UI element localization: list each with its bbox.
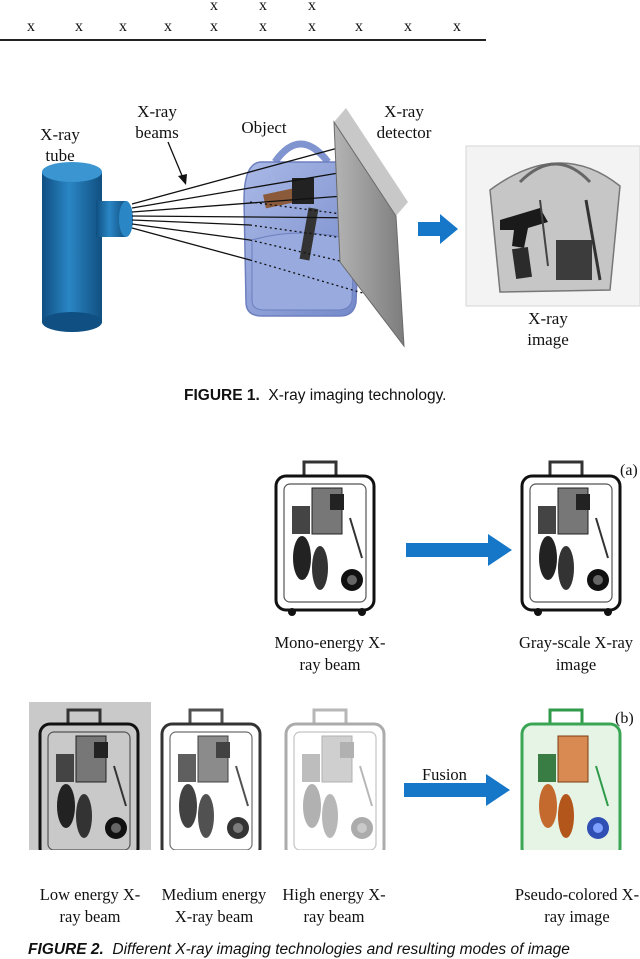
table-mark: x xyxy=(259,18,267,35)
table-mark: x xyxy=(355,18,363,35)
medium-energy-suitcase xyxy=(160,708,262,850)
table-bottom-rule xyxy=(0,39,486,41)
label-gray-scale: Gray-scale X-ray image xyxy=(518,633,634,674)
table-mark: x xyxy=(164,18,172,35)
backpack-object xyxy=(243,140,361,317)
mono-energy-suitcase xyxy=(274,460,376,618)
label-xray-image: X-ray image xyxy=(527,309,569,349)
table-mark: x xyxy=(308,18,316,35)
label-mono-energy: Mono-energy X-ray beam xyxy=(274,633,386,674)
label-object: Object xyxy=(241,118,287,137)
high-energy-suitcase xyxy=(284,708,386,850)
xray-beams xyxy=(131,141,373,295)
label-medium-energy: Medium energy X-ray beam xyxy=(161,885,267,926)
figure-2-diagram xyxy=(29,460,622,850)
table-mark: x xyxy=(119,18,127,35)
panel-a-tag: (a) xyxy=(620,462,638,479)
arrow-to-image xyxy=(418,214,458,244)
label-xray-detector: X-ray detector xyxy=(376,102,432,142)
table-mark: x xyxy=(210,0,218,14)
label-xray-beams: X-ray beams xyxy=(135,102,179,142)
xray-detector-panel xyxy=(333,108,408,348)
pseudo-colored-suitcase xyxy=(520,708,622,850)
figure-1-diagram xyxy=(42,108,640,348)
label-low-energy: Low energy X-ray beam xyxy=(39,885,141,926)
arrow-a xyxy=(406,534,512,566)
figure-1-caption-text: X-ray imaging technology. xyxy=(268,387,447,404)
figure-2-caption: FIGURE 2. Different X-ray imaging techno… xyxy=(28,941,570,959)
figure-1-caption-label: FIGURE 1. xyxy=(184,387,260,404)
low-energy-suitcase xyxy=(29,702,151,850)
xray-image-picture xyxy=(465,145,640,307)
figure-1-caption: FIGURE 1. X-ray imaging technology. xyxy=(184,387,446,405)
table-mark: x xyxy=(75,18,83,35)
label-pseudo-colored: Pseudo-colored X-ray image xyxy=(514,885,640,926)
table-mark: x xyxy=(259,0,267,14)
panel-b-tag: (b) xyxy=(615,710,634,727)
figure-2-caption-text: Different X-ray imaging technologies and… xyxy=(112,941,570,958)
label-xray-tube: X-ray tube xyxy=(40,125,80,165)
table-mark: x xyxy=(210,18,218,35)
beam-pointer-arrow xyxy=(167,141,187,185)
figure-2-caption-label: FIGURE 2. xyxy=(28,941,104,958)
gray-scale-suitcase xyxy=(520,460,622,618)
label-fusion: Fusion xyxy=(422,765,467,784)
table-mark: x xyxy=(453,18,461,35)
xray-tube-shape xyxy=(42,162,133,332)
arrow-b xyxy=(404,774,510,806)
table-mark: x xyxy=(308,0,316,14)
table-mark: x xyxy=(27,18,35,35)
table-mark: x xyxy=(404,18,412,35)
label-high-energy: High energy X-ray beam xyxy=(282,885,386,926)
